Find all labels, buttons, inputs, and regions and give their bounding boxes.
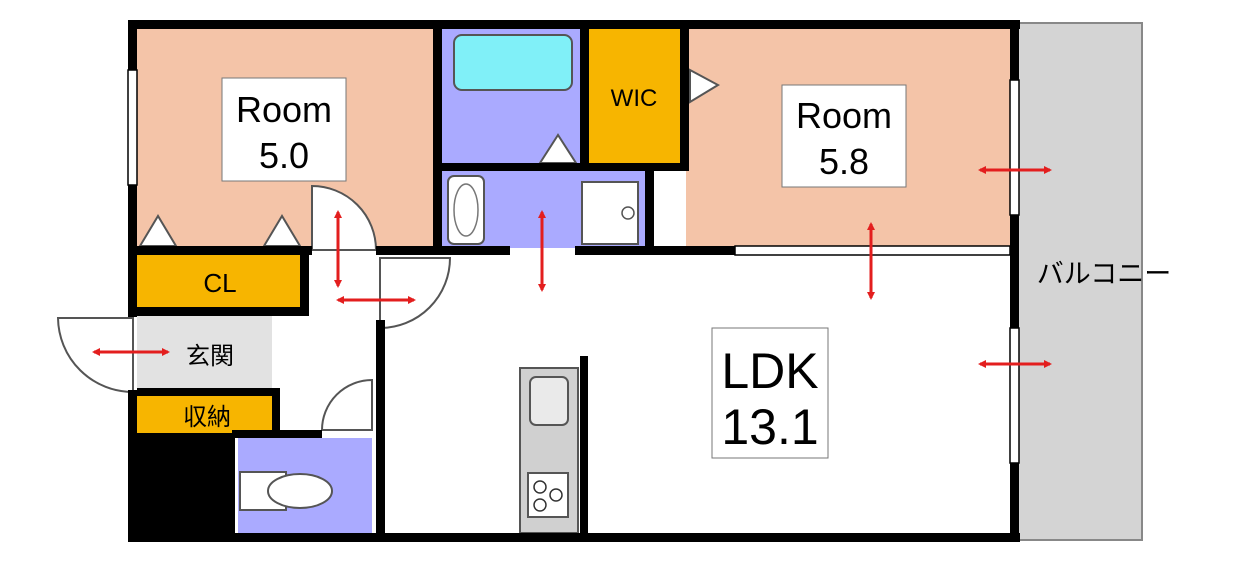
entrance-label: 玄関: [186, 343, 234, 370]
walls: [128, 20, 1020, 542]
shoe-area: [137, 433, 235, 538]
ldk-name: LDK: [721, 343, 818, 399]
door-swing: [311, 184, 378, 251]
window: [127, 69, 138, 186]
room-label-box: [221, 77, 347, 182]
washing-machine-pan: [581, 181, 639, 245]
wic-label: WIC: [611, 85, 658, 112]
room-2-name: Room: [796, 95, 892, 136]
room-label-box: [781, 84, 907, 188]
door-swing: [56, 317, 134, 394]
wic: [588, 28, 684, 163]
burner-icon: [549, 488, 563, 502]
room-1-name: Room: [236, 89, 332, 130]
ldk-size: 13.1: [721, 399, 818, 455]
window: [1009, 79, 1020, 216]
burner-icon: [533, 498, 547, 512]
storage-label: 収納: [183, 404, 231, 431]
room-label-box: [711, 327, 829, 459]
bathtub: [453, 34, 573, 91]
balcony-label: バルコニー: [1037, 259, 1171, 289]
closet-label: CL: [203, 268, 236, 298]
closet: [137, 255, 302, 310]
door-swing: [379, 257, 452, 330]
drain-icon: [621, 206, 635, 220]
balcony: [1017, 22, 1143, 541]
window: [1009, 327, 1020, 464]
basin-bowl: [453, 183, 479, 237]
room-2-size: 5.8: [819, 141, 869, 182]
burner-icon: [533, 480, 547, 494]
toilet-bowl: [267, 473, 333, 509]
storage: [137, 395, 272, 433]
flow-arrows: [92, 166, 1052, 368]
wic-door-icon: [689, 68, 721, 104]
room-1-size: 5.0: [259, 135, 309, 176]
ldk-floor: [380, 255, 1010, 535]
sink-icon: [529, 376, 569, 426]
door-swing: [320, 378, 373, 431]
